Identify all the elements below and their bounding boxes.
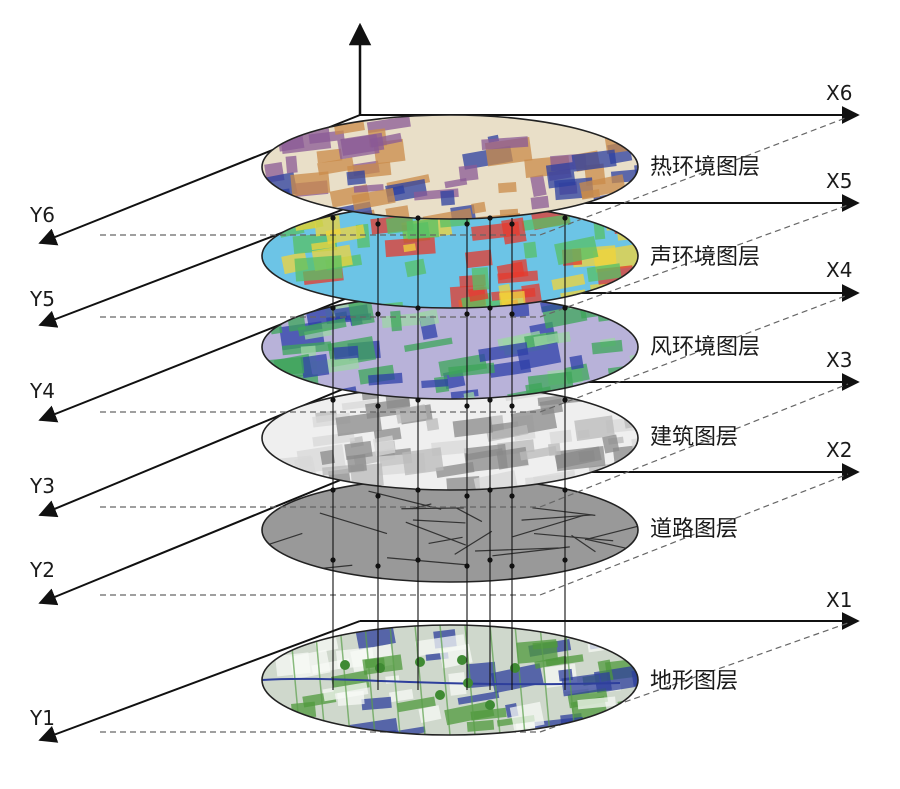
layer-label-sound: 声环境图层 (650, 245, 760, 270)
x-axis-label: X2 (826, 438, 852, 462)
connection-pin-dot (487, 487, 493, 493)
connection-pin-dot (562, 305, 568, 311)
x-axis-label: X1 (826, 588, 852, 612)
layer-disc-terrain (262, 625, 638, 735)
connection-pin-dot (487, 397, 493, 403)
connection-pin-dot (330, 557, 336, 563)
connection-pin-dot (562, 557, 568, 563)
plane-dashed-outline (100, 116, 849, 236)
connection-pin-dot (464, 403, 470, 409)
connection-pin-dot (330, 305, 336, 311)
connection-pin-dot (375, 311, 381, 317)
connection-pin-dot (487, 215, 493, 221)
connection-pin-dot (415, 305, 421, 311)
connection-pin-dot (464, 563, 470, 569)
connection-pin-dot (509, 403, 515, 409)
connection-pin-dot (509, 311, 515, 317)
plane-dashed-outline (100, 473, 849, 596)
plane-dashed-outline (100, 622, 849, 733)
connection-pin-dot (562, 397, 568, 403)
connection-pin-dot (330, 397, 336, 403)
connection-pin-dot (487, 305, 493, 311)
y-axis-label: Y6 (29, 203, 55, 227)
plane-dashed-outline (100, 204, 849, 318)
y-axis-label: Y1 (29, 706, 55, 730)
connection-pin-dot (415, 557, 421, 563)
connection-pin-dot (562, 215, 568, 221)
connection-pin-dot (509, 221, 515, 227)
x-axis-label: X3 (826, 348, 852, 372)
layer-disc-wind (262, 295, 638, 399)
connection-pin-dot (330, 215, 336, 221)
connection-pin-dot (415, 487, 421, 493)
y-axis-label: Y4 (29, 379, 55, 403)
x-axis-label: X6 (826, 81, 852, 105)
connection-pin-dot (375, 493, 381, 499)
layer-disc-outline (261, 114, 639, 220)
connection-pin-dot (415, 397, 421, 403)
y-axis-label: Y3 (29, 474, 55, 498)
layer-disc-outline (261, 624, 639, 736)
connection-pin-dot (375, 403, 381, 409)
layer-label-heat: 热环境图层 (650, 155, 760, 180)
y-axis-y1 (38, 620, 361, 743)
connection-pin-dot (464, 311, 470, 317)
connection-pin-dot (487, 557, 493, 563)
y-axis-label: Y5 (29, 287, 55, 311)
connection-pin-dot (509, 563, 515, 569)
connection-pin-dot (375, 563, 381, 569)
connection-pin-dot (562, 487, 568, 493)
layer-label-road: 道路图层 (650, 517, 738, 542)
connection-pin-dot (375, 221, 381, 227)
layer-label-terrain: 地形图层 (650, 669, 738, 694)
y-axis-label: Y2 (29, 558, 55, 582)
plane-dashed-outline (100, 383, 849, 508)
connection-pin-dot (464, 493, 470, 499)
connection-pin-dot (509, 493, 515, 499)
connection-pin-dot (330, 487, 336, 493)
layer-label-wind: 风环境图层 (650, 335, 760, 360)
connection-pin-dot (415, 215, 421, 221)
layer-label-building: 建筑图层 (650, 425, 738, 450)
y-axis-y2 (38, 471, 361, 606)
plane-dashed-outline (100, 294, 849, 413)
connection-pins (330, 215, 568, 690)
x-axis-label: X5 (826, 169, 852, 193)
connection-pin-dot (464, 221, 470, 227)
x-axis-label: X4 (826, 258, 852, 282)
